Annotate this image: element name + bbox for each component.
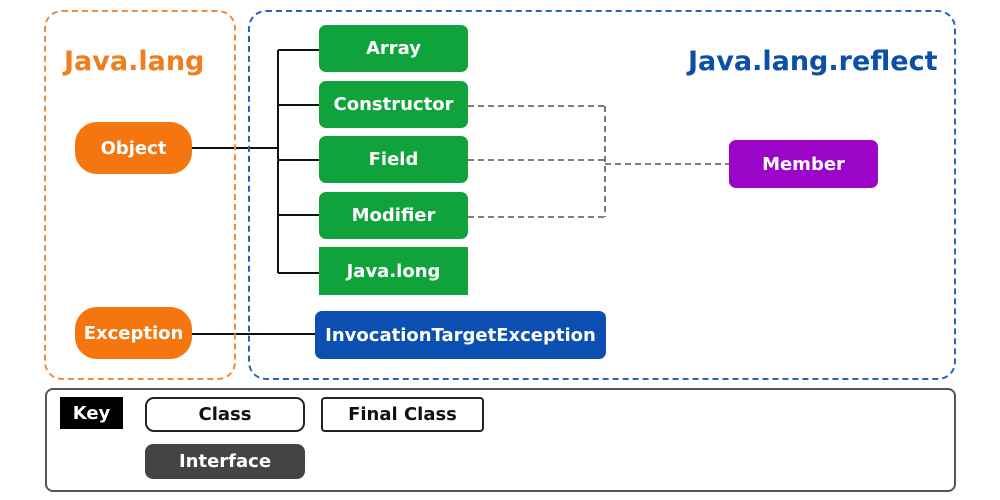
java-long-node: Java.long	[319, 247, 468, 295]
constructor-node: Constructor	[319, 81, 468, 128]
java-lang-reflect-package	[248, 10, 956, 380]
java-lang-reflect-title: Java.lang.reflect	[688, 46, 938, 77]
key-class: Class	[145, 397, 305, 432]
modifier-node: Modifier	[319, 192, 468, 239]
array-node: Array	[319, 25, 468, 72]
member-node: Member	[729, 140, 878, 188]
key-interface: Interface	[145, 444, 305, 479]
object-node: Object	[75, 122, 192, 174]
field-node: Field	[319, 136, 468, 183]
key-legend	[45, 388, 956, 492]
java-lang-package	[44, 10, 236, 380]
key-title: Key	[60, 397, 123, 429]
java-lang-title: Java.lang	[64, 46, 205, 77]
key-final-class: Final Class	[321, 397, 484, 432]
exception-node: Exception	[75, 307, 192, 359]
invocation-target-exception-node: InvocationTargetException	[315, 311, 606, 359]
